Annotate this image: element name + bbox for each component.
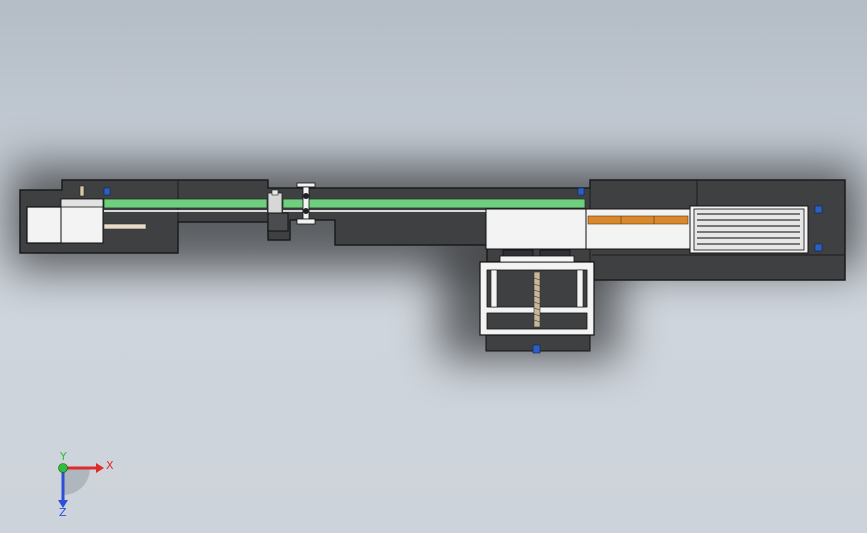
orange-belt — [587, 215, 689, 225]
x-axis-label: X — [106, 459, 114, 472]
rail-segment-left — [103, 198, 268, 209]
cooling-fins — [697, 213, 800, 245]
left-carriage-top — [60, 198, 104, 208]
motor-block[interactable] — [689, 205, 809, 254]
y-axis-point — [58, 463, 68, 473]
motor-inner — [693, 208, 805, 251]
axis-triad: X Y Z — [58, 452, 114, 517]
y-axis-label: Y — [59, 452, 67, 463]
rail-segment-right — [282, 198, 586, 209]
z-axis-label: Z — [59, 506, 67, 517]
lift-post-left — [490, 269, 498, 308]
left-end-cap — [26, 206, 64, 244]
i-beam-top — [296, 182, 316, 188]
left-rod — [103, 223, 147, 230]
z-axis-arrow — [58, 500, 68, 508]
i-beam-web — [302, 186, 310, 220]
belt-section[interactable] — [585, 208, 691, 250]
fasteners — [103, 187, 823, 354]
bolt-icon — [814, 205, 823, 214]
lift-module[interactable] — [479, 255, 595, 352]
coupling-bracket[interactable] — [267, 182, 316, 232]
lift-top-bar — [499, 255, 575, 263]
belt-frame — [585, 208, 691, 250]
center-carriage-body — [485, 208, 587, 250]
screw-thread — [533, 277, 541, 323]
coupling-body — [267, 192, 283, 214]
bolt-icon — [814, 243, 823, 252]
coupling-block — [267, 212, 289, 232]
center-carriage[interactable] — [485, 208, 587, 259]
i-beam-bottom — [296, 218, 316, 225]
x-axis-arrow — [96, 463, 104, 473]
bolt-icon — [577, 187, 585, 196]
left-pin — [79, 185, 85, 197]
bearing-top — [303, 193, 309, 199]
lift-post-right — [576, 269, 584, 308]
triad-quadrant — [63, 468, 90, 495]
bolt-icon — [103, 187, 111, 196]
left-end-block[interactable] — [26, 185, 147, 244]
bolt-icon — [532, 344, 541, 354]
lead-screw — [533, 271, 541, 328]
coupling-cap — [271, 189, 279, 196]
bearing-bottom — [303, 208, 309, 214]
